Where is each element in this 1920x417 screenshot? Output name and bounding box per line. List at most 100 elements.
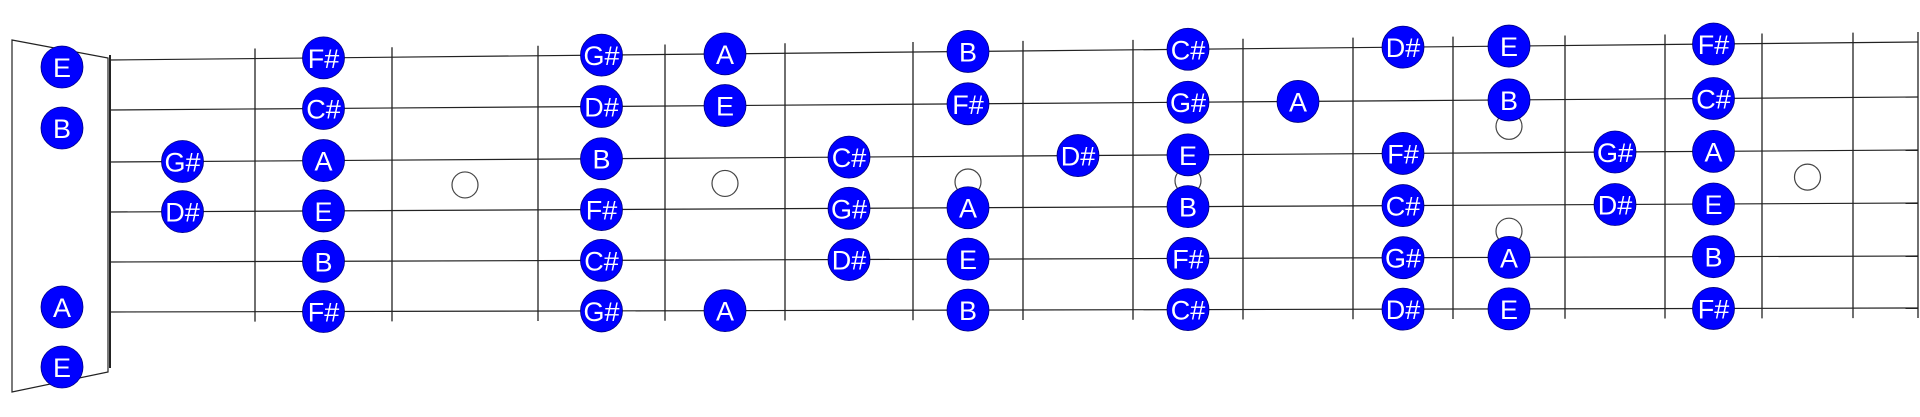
note-label: G#: [583, 41, 619, 71]
note-circle: [703, 32, 747, 76]
note-marker: B: [946, 30, 990, 73]
note-circle: [580, 188, 623, 231]
note-circle: [1381, 236, 1425, 280]
inlay-marker: [1793, 163, 1822, 191]
note-circle: [1487, 287, 1531, 331]
note-circle: [302, 139, 345, 182]
note-marker: A: [302, 139, 345, 182]
note-label: G#: [1385, 244, 1421, 274]
note-circle: [40, 45, 84, 89]
note-label: E: [314, 197, 332, 227]
note-marker: C#: [1166, 288, 1210, 332]
note-marker: F#: [1166, 237, 1210, 280]
string-line: [109, 96, 1919, 111]
note-marker: F#: [946, 82, 990, 126]
note-marker: D#: [1381, 25, 1425, 69]
note-circle: [302, 239, 345, 283]
note-label: C#: [1171, 296, 1206, 326]
note-label: F#: [1387, 139, 1419, 169]
note-marker: G#: [580, 33, 623, 77]
note-circle: [40, 106, 84, 150]
note-label: B: [1500, 86, 1518, 116]
note-marker: G#: [1166, 80, 1210, 124]
note-marker: D#: [1056, 134, 1100, 177]
note-circle: [1166, 185, 1210, 229]
note-marker: B: [1692, 235, 1735, 279]
note-label: B: [1179, 193, 1197, 223]
note-circle: [703, 289, 747, 333]
note-marker: C#: [1166, 27, 1210, 71]
note-circle: [580, 33, 623, 77]
note-label: D#: [1386, 295, 1421, 325]
note-label: B: [959, 296, 977, 326]
note-label: B: [53, 114, 71, 144]
note-circle: [40, 345, 84, 389]
string-line: [109, 41, 1919, 61]
note-circle: [580, 137, 623, 181]
note-marker: A: [1487, 235, 1531, 279]
note-circle: [302, 290, 345, 333]
note-marker: B: [1487, 78, 1531, 122]
note-marker: E: [40, 345, 84, 389]
note-circle: [1692, 182, 1735, 226]
note-label: F#: [308, 44, 340, 74]
note-circle: [703, 84, 747, 127]
note-circle: [161, 140, 204, 183]
note-label: C#: [584, 246, 619, 276]
note-label: D#: [165, 198, 200, 228]
note-marker: G#: [161, 140, 204, 183]
note-circle: [1381, 25, 1425, 69]
note-circle: [1487, 78, 1531, 122]
nut: [11, 39, 111, 393]
note-label: C#: [1386, 192, 1421, 222]
note-circle: [40, 285, 84, 329]
note-marker: F#: [1381, 132, 1425, 175]
note-marker: C#: [580, 238, 623, 282]
note-label: G#: [164, 148, 200, 178]
note-label: C#: [1696, 84, 1731, 114]
note-circle: [580, 289, 623, 333]
note-circle: [1381, 287, 1425, 331]
note-label: D#: [1061, 142, 1096, 172]
note-circle: [827, 238, 871, 281]
note-circle: [1692, 129, 1735, 173]
note-label: C#: [832, 143, 867, 173]
note-marker: B: [580, 137, 623, 181]
note-circle: [1487, 235, 1531, 279]
note-circle: [161, 190, 204, 234]
note-label: E: [1179, 141, 1197, 171]
note-label: E: [53, 53, 71, 83]
note-marker: B: [40, 106, 84, 150]
note-label: D#: [1598, 191, 1633, 221]
note-marker: F#: [1692, 287, 1735, 330]
note-circle: [1692, 287, 1735, 330]
note-circle: [302, 36, 345, 80]
note-label: A: [1500, 243, 1518, 273]
note-marker: E: [1166, 133, 1210, 177]
note-label: E: [1704, 190, 1722, 220]
note-circle: [580, 238, 623, 282]
note-circle: [946, 288, 990, 332]
note-marker: D#: [1593, 183, 1637, 226]
note-label: F#: [1698, 30, 1730, 60]
note-circle: [1276, 80, 1320, 123]
note-label: A: [716, 297, 734, 327]
note-label: F#: [952, 90, 984, 120]
string-line: [109, 307, 1919, 313]
note-marker: E: [1692, 182, 1735, 226]
note-circle: [1593, 183, 1637, 226]
note-circle: [1166, 133, 1210, 177]
note-marker: A: [40, 285, 84, 329]
note-label: B: [314, 247, 332, 277]
note-circle: [1692, 235, 1735, 279]
note-label: D#: [584, 92, 619, 122]
note-label: A: [716, 40, 734, 70]
note-marker: C#: [827, 135, 871, 179]
note-label: C#: [1171, 35, 1206, 65]
note-circle: [1166, 80, 1210, 124]
note-marker: G#: [1593, 130, 1637, 174]
note-marker: A: [703, 289, 747, 333]
note-circle: [946, 82, 990, 126]
note-circle: [1487, 24, 1531, 68]
